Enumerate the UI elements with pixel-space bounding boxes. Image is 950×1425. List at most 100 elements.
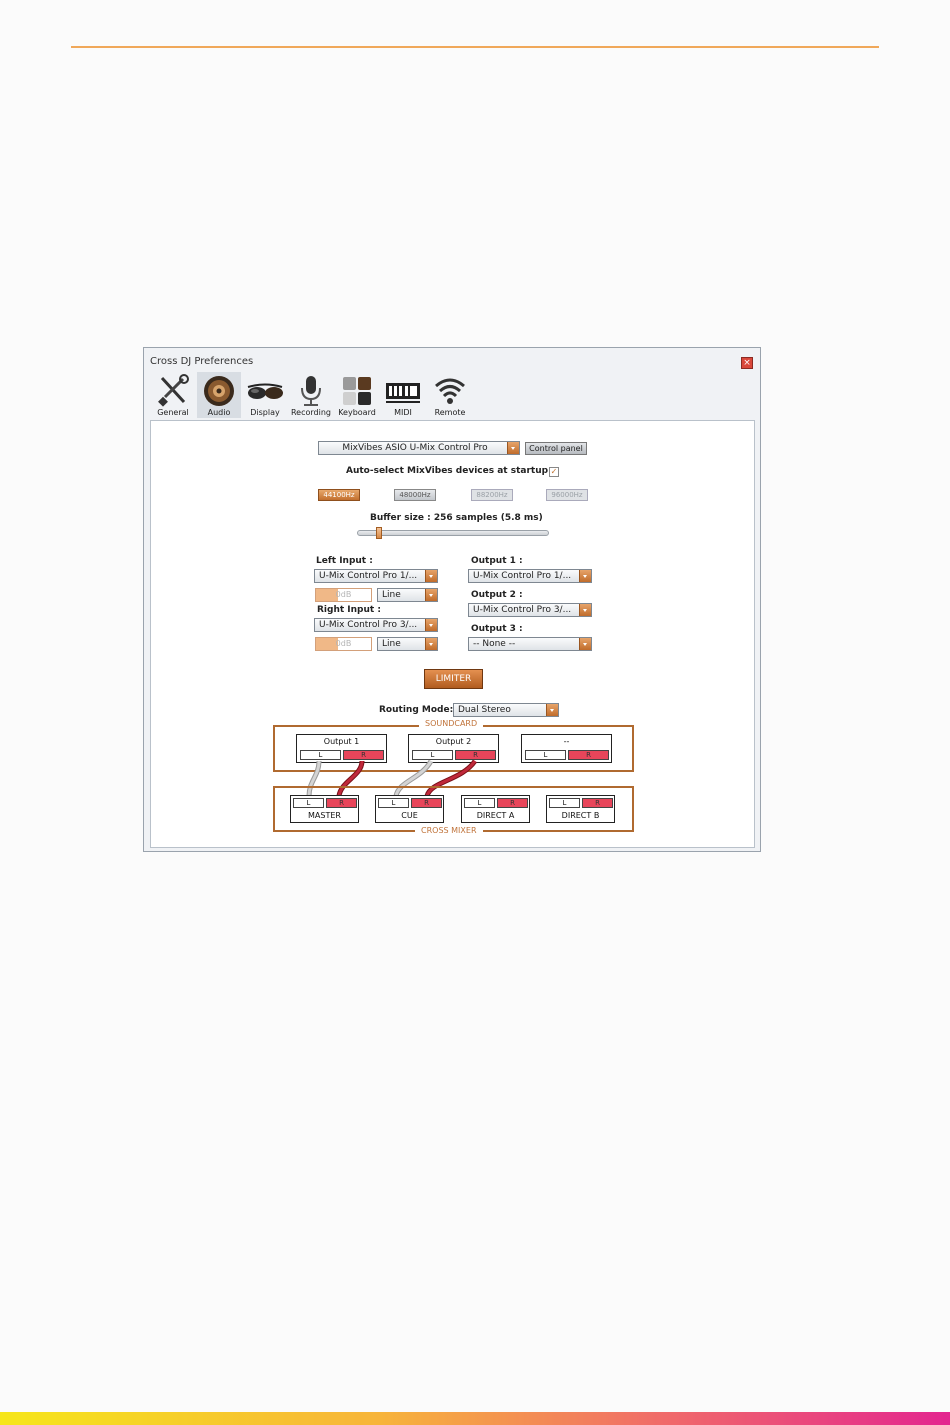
samplerate-88200-button[interactable]: 88200Hz [471,489,513,501]
tab-display[interactable]: Display [243,372,287,418]
port-name: Output 2 [435,737,472,746]
routing-mode-select[interactable]: Dual Stereo [453,703,559,717]
output1-label: Output 1 : [471,556,523,566]
right-gain-value: 0dB [335,639,352,648]
mixer-direct-a[interactable]: L R DIRECT A [461,795,530,823]
close-icon: × [743,358,751,368]
chevron-down-icon [579,638,591,650]
samplerate-44100-button[interactable]: 44100Hz [318,489,360,501]
chevron-down-icon [546,704,558,716]
right-source-select[interactable]: Line [377,637,438,651]
right-channel[interactable]: R [455,750,496,760]
keyboard-icon [343,377,371,405]
samplerate-96000-button[interactable]: 96000Hz [546,489,588,501]
right-input-value: U-Mix Control Pro 3/... [319,620,418,630]
output3-select[interactable]: -- None -- [468,637,592,651]
left-gain-field[interactable]: 0dB [315,588,372,602]
output2-label: Output 2 : [471,590,523,600]
mixer-direct-b[interactable]: L R DIRECT B [546,795,615,823]
output2-select[interactable]: U-Mix Control Pro 3/... [468,603,592,617]
chevron-down-icon [425,570,437,582]
bottom-gradient-bar [0,1412,950,1425]
routing-mode-label: Routing Mode: [379,705,454,715]
tab-label: Display [250,408,280,417]
left-channel[interactable]: L [412,750,453,760]
soundcard-output-1[interactable]: Output 1 L R [296,734,387,763]
tab-label: MIDI [394,408,412,417]
left-channel[interactable]: L [549,798,580,808]
chevron-down-icon [425,638,437,650]
tab-label: Recording [290,408,331,417]
left-channel[interactable]: L [464,798,495,808]
sunglasses-icon [247,383,283,399]
limiter-button[interactable]: LIMITER [424,669,483,689]
tab-label: Keyboard [338,408,376,417]
buffer-slider-thumb[interactable] [375,527,382,539]
tab-remote[interactable]: Remote [428,372,472,418]
output3-label: Output 3 : [471,624,523,634]
audio-panel: MixVibes ASIO U-Mix Control Pro Control … [150,420,755,848]
output1-value: U-Mix Control Pro 1/... [473,571,572,581]
top-rule [71,46,879,48]
routing-wires [306,759,478,798]
left-channel[interactable]: L [300,750,341,760]
right-gain-field[interactable]: 0dB [315,637,372,651]
right-input-label: Right Input : [317,605,381,615]
tab-recording[interactable]: Recording [289,372,333,418]
audio-device-select[interactable]: MixVibes ASIO U-Mix Control Pro [318,441,520,455]
right-source-value: Line [382,639,401,649]
output1-select[interactable]: U-Mix Control Pro 1/... [468,569,592,583]
control-panel-button[interactable]: Control panel [525,442,587,455]
soundcard-output-2[interactable]: Output 2 L R [408,734,499,763]
gain-fill [316,638,338,650]
right-channel[interactable]: R [568,750,609,760]
right-channel[interactable]: R [326,798,357,808]
tab-midi[interactable]: MIDI [381,372,425,418]
right-channel[interactable]: R [411,798,442,808]
midi-icon [386,383,420,403]
port-name: Output 1 [323,737,360,746]
chevron-down-icon [579,604,591,616]
port-name: MASTER [308,811,341,820]
chevron-down-icon [425,619,437,631]
chevron-down-icon [425,589,437,601]
right-channel[interactable]: R [582,798,613,808]
wifi-icon [435,378,465,404]
tab-general[interactable]: General [151,372,195,418]
tab-label: General [157,408,189,417]
mixer-cue[interactable]: L R CUE [375,795,444,823]
right-input-select[interactable]: U-Mix Control Pro 3/... [314,618,438,632]
auto-select-checkbox[interactable]: ✓ [549,467,559,477]
left-gain-value: 0dB [335,590,352,599]
samplerate-48000-button[interactable]: 48000Hz [394,489,436,501]
routing-mode-value: Dual Stereo [458,705,511,715]
chevron-down-icon [507,442,519,454]
chevron-down-icon [579,570,591,582]
left-source-value: Line [382,590,401,600]
output2-value: U-Mix Control Pro 3/... [473,605,572,615]
speaker-icon [204,376,234,406]
left-channel[interactable]: L [293,798,324,808]
close-button[interactable]: × [741,357,753,369]
left-channel[interactable]: L [525,750,566,760]
right-channel[interactable]: R [497,798,528,808]
soundcard-label: SOUNDCARD [419,719,484,728]
soundcard-output-3[interactable]: -- L R [521,734,612,763]
tools-icon [158,374,189,407]
right-channel[interactable]: R [343,750,384,760]
tab-label: Audio [207,408,231,417]
left-channel[interactable]: L [378,798,409,808]
tab-audio[interactable]: Audio [197,372,241,418]
buffer-size-label: Buffer size : 256 samples (5.8 ms) [370,513,543,523]
left-input-value: U-Mix Control Pro 1/... [319,571,418,581]
mixer-master[interactable]: L R MASTER [290,795,359,823]
tab-label: Remote [434,408,466,417]
buffer-size-slider[interactable] [357,530,549,536]
left-source-select[interactable]: Line [377,588,438,602]
gain-fill [316,589,338,601]
tab-keyboard[interactable]: Keyboard [335,372,379,418]
preferences-toolbar: General Audio Display [150,372,756,418]
left-input-select[interactable]: U-Mix Control Pro 1/... [314,569,438,583]
port-name: DIRECT B [561,811,600,820]
auto-select-label: Auto-select MixVibes devices at startup: [346,466,552,476]
